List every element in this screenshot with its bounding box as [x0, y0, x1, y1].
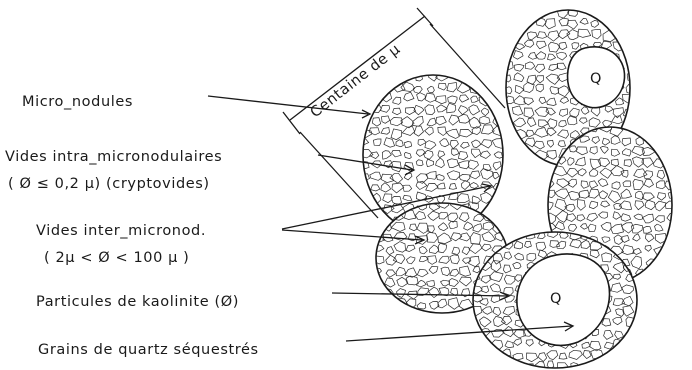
label-vides-intra-2: ( Ø ≤ 0,2 μ) (cryptovides): [8, 176, 210, 192]
label-vides-intra-1: Vides intra_micronodulaires: [5, 149, 222, 165]
label-grains: Grains de quartz séquestrés: [38, 342, 259, 358]
label-vides-inter-2: ( 2μ < Ø < 100 μ ): [44, 250, 189, 266]
quartz-label-bottom: Q: [550, 291, 562, 307]
quartz-grain-top: Q: [568, 47, 625, 108]
label-micronodules: Micro_nodules: [22, 94, 133, 110]
label-particules: Particules de kaolinite (Ø): [36, 294, 239, 310]
label-vides-inter-1: Vides inter_micronod.: [36, 223, 206, 239]
quartz-label-top: Q: [590, 71, 602, 87]
